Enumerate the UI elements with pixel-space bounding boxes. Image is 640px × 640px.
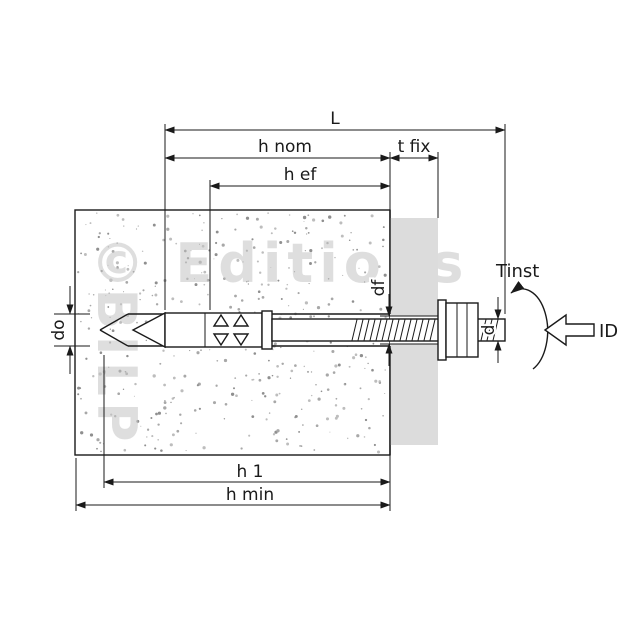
dim-h-min: h min bbox=[75, 458, 391, 511]
dim-h-nom: h nom bbox=[164, 137, 391, 212]
tinst-label: Tinst bbox=[495, 261, 539, 282]
thread-hatch-stub bbox=[480, 319, 499, 341]
dim-h-ef: h ef bbox=[209, 165, 391, 310]
thread-hatch bbox=[351, 319, 436, 341]
dim-L-label: L bbox=[330, 109, 340, 129]
washer bbox=[437, 299, 447, 361]
dim-do-label: do bbox=[49, 319, 69, 340]
torque-arrow-icon bbox=[510, 280, 549, 370]
id-label: ID bbox=[599, 321, 618, 342]
clip-triangle bbox=[212, 313, 230, 327]
drill-hole-bottom-upper bbox=[99, 313, 129, 331]
drill-hole-bottom-lower bbox=[99, 329, 129, 347]
nut-body bbox=[445, 302, 479, 358]
clip-triangle bbox=[232, 333, 250, 347]
dim-h-min-label: h min bbox=[226, 485, 274, 505]
dim-d-label: d bbox=[479, 325, 499, 336]
expansion-clip bbox=[164, 312, 263, 348]
clip-triangle bbox=[212, 333, 230, 347]
dim-h1-label: h 1 bbox=[237, 462, 264, 482]
torque-annotation: Tinst bbox=[495, 261, 549, 370]
hex-nut bbox=[445, 302, 479, 358]
dim-t-fix-label: t fix bbox=[398, 137, 431, 157]
clip-triangle bbox=[232, 313, 250, 327]
dim-d: d bbox=[477, 297, 502, 363]
dim-do: do bbox=[47, 286, 90, 374]
dim-t-fix: t fix bbox=[389, 137, 439, 218]
dim-df-label: df bbox=[369, 279, 389, 297]
dim-h-ef-label: h ef bbox=[284, 165, 318, 185]
dim-df: df bbox=[367, 277, 400, 366]
dim-h1: h 1 bbox=[103, 355, 391, 511]
insert-direction-arrow-icon bbox=[543, 313, 595, 347]
dim-h-nom-label: h nom bbox=[258, 137, 312, 157]
insertion-annotation: ID bbox=[543, 313, 618, 347]
watermark-text-side: BILP bbox=[85, 288, 148, 447]
clip-collar bbox=[261, 310, 273, 350]
wedge-anchor bbox=[131, 299, 506, 361]
